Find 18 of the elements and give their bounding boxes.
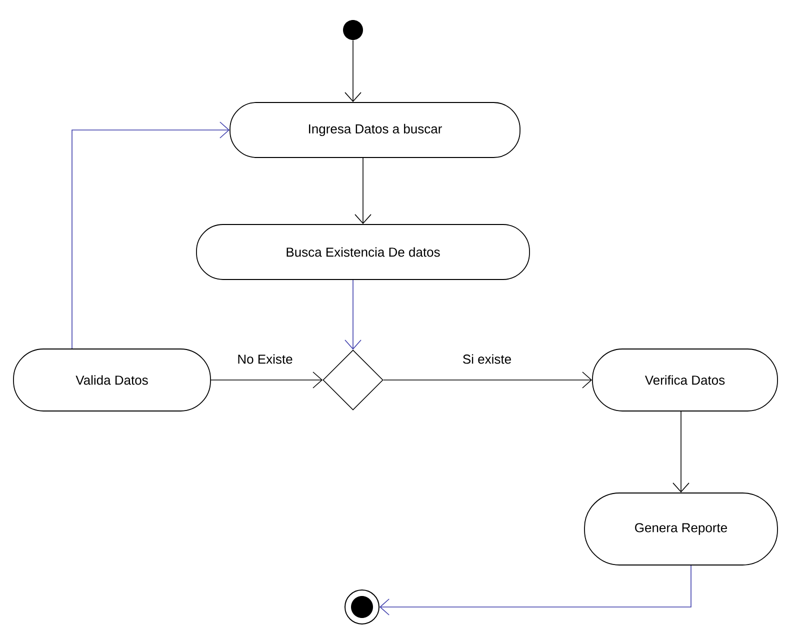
arrow bbox=[210, 372, 323, 388]
arrow bbox=[354, 158, 372, 224]
action-box: Genera Reporte bbox=[584, 492, 778, 566]
decision-diamond bbox=[322, 350, 384, 410]
arrow bbox=[383, 372, 592, 388]
arrow bbox=[344, 40, 362, 102]
edge-label: Si existe bbox=[461, 353, 513, 365]
arrow bbox=[672, 411, 690, 493]
action-box: Busca Existencia De datos bbox=[196, 224, 530, 280]
end-node bbox=[344, 590, 380, 624]
action-box: Verifica Datos bbox=[592, 348, 778, 412]
start-node bbox=[343, 20, 363, 40]
arrow bbox=[380, 565, 692, 616]
action-box: Ingresa Datos a buscar bbox=[230, 102, 520, 158]
arrow bbox=[72, 122, 230, 349]
action-box: Valida Datos bbox=[13, 348, 211, 412]
arrow bbox=[344, 280, 362, 350]
edge-label: No Existe bbox=[236, 353, 294, 365]
